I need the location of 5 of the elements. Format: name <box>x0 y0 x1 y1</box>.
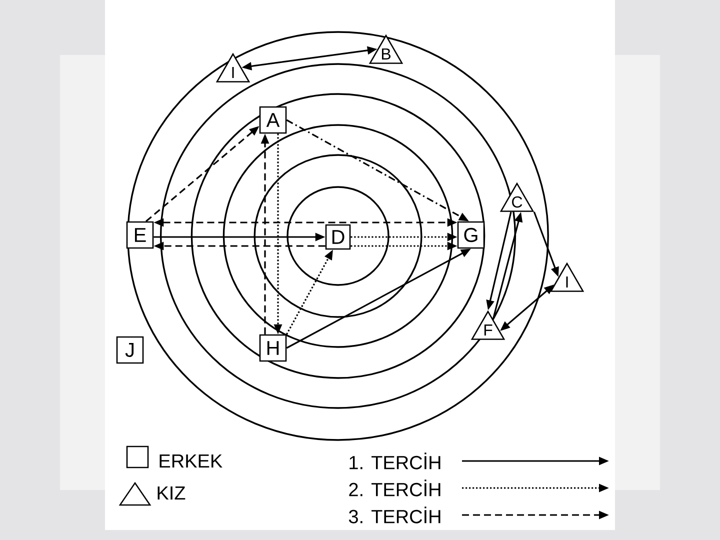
legend-label: 3. TERCİH <box>348 506 440 524</box>
legend-label: ERKEK <box>160 454 222 468</box>
legend-label: 1. TERCİH <box>350 452 440 470</box>
legend-label: 2. TERCİH <box>349 480 440 496</box>
legend-label: KIZ <box>158 486 186 500</box>
